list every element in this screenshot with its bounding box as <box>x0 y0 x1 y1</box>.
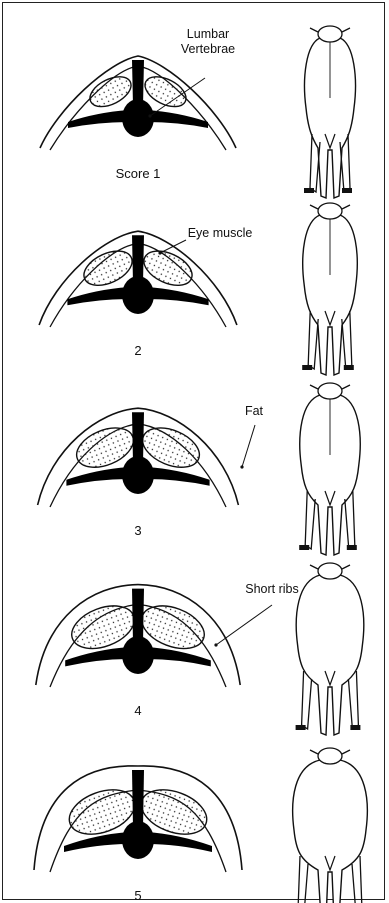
sheep-head <box>318 26 342 42</box>
score-row-3: 3 Fat <box>38 383 361 555</box>
loin-cross-section <box>40 56 236 150</box>
callout-label: Vertebrae <box>181 42 235 56</box>
sheep-leg-right <box>352 856 362 903</box>
sheep-hoof <box>350 725 360 730</box>
sheep-leg-left <box>298 856 308 903</box>
spinous-process <box>132 235 144 283</box>
score-row-5: 5 <box>34 748 367 903</box>
score-row-4: 4 Short ribs <box>36 563 364 735</box>
callout-arrowhead <box>158 251 161 254</box>
score-label: 4 <box>134 703 141 718</box>
score-label: 5 <box>134 888 141 903</box>
callout-label: Fat <box>245 404 264 418</box>
sheep-rear-view <box>292 748 367 903</box>
short-rib-right <box>146 647 211 666</box>
short-rib-right <box>146 467 210 486</box>
score-label: 3 <box>134 523 141 538</box>
short-rib-left <box>67 287 130 305</box>
sheep-head <box>318 203 342 219</box>
sheep-hoof <box>299 545 309 550</box>
sheep-body <box>293 760 368 903</box>
callout-leader <box>160 240 186 253</box>
sheep-hoof <box>344 365 354 370</box>
spinous-process <box>132 589 144 643</box>
sheep-hoof <box>342 188 352 193</box>
short-rib-left <box>65 647 130 666</box>
sheep-rear-view <box>299 383 360 555</box>
sheep-hoof <box>302 365 312 370</box>
spinous-process <box>132 412 144 463</box>
sheep-leg-left <box>302 671 312 729</box>
short-rib-left <box>64 832 130 852</box>
sheep-head <box>318 748 342 764</box>
sheep-body <box>296 575 364 735</box>
sheep-hoof <box>296 725 306 730</box>
sheep-rear-view <box>296 563 364 735</box>
callout-label: Eye muscle <box>188 226 253 240</box>
loin-cross-section <box>39 231 237 327</box>
callout-label: Short ribs <box>245 582 299 596</box>
sheep-hoof <box>347 545 357 550</box>
short-rib-left <box>66 467 130 486</box>
loin-cross-section <box>38 408 239 507</box>
loin-cross-section <box>34 766 242 872</box>
callout-arrowhead <box>148 114 151 117</box>
score-label: Score 1 <box>116 166 161 181</box>
loin-cross-section <box>36 585 240 687</box>
sheep-rear-view <box>302 203 357 375</box>
spinous-process <box>132 770 144 828</box>
sheep-head <box>318 563 342 579</box>
callout-leader <box>242 425 255 467</box>
sheep-leg-right <box>348 671 358 729</box>
callout-leader <box>216 605 272 645</box>
short-rib-right <box>146 287 209 305</box>
sheep-rear-view <box>304 26 355 198</box>
sheep-hoof <box>304 188 314 193</box>
score-label: 2 <box>134 343 141 358</box>
callout-label: Lumbar <box>187 27 229 41</box>
score-row-2: 2 Eye muscle <box>39 203 357 375</box>
sheep-head <box>318 383 342 399</box>
callout-arrowhead <box>214 643 217 646</box>
callout-arrowhead <box>240 465 243 468</box>
short-rib-right <box>146 832 212 852</box>
